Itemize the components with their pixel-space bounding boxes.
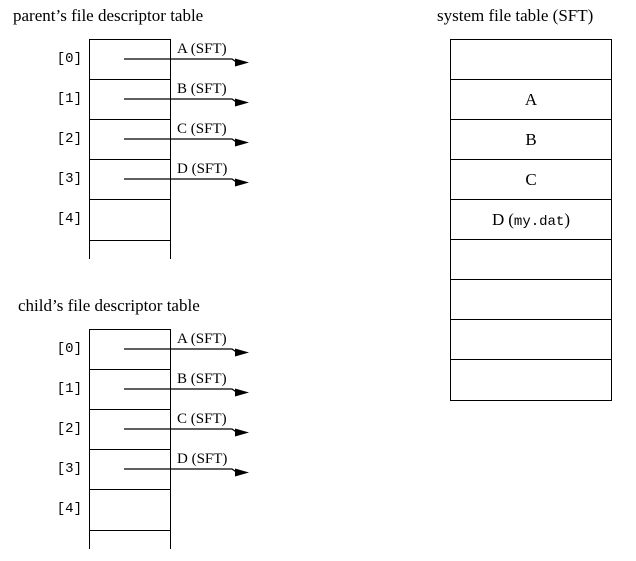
parent-arrow-label-2: C (SFT) <box>177 121 227 137</box>
sft-table: A B C D(my.dat) <box>450 39 612 401</box>
parent-arrow-2-icon <box>124 138 249 147</box>
child-table-title: child’s file descriptor table <box>18 296 200 315</box>
sft-row-2: B <box>451 120 611 160</box>
parent-arrow-label-0: A (SFT) <box>177 41 227 57</box>
child-fd-cell-3 <box>90 450 170 490</box>
child-fd-cell-0 <box>90 330 170 370</box>
parent-arrow-0-icon <box>124 58 249 67</box>
sft-row-0 <box>451 40 611 80</box>
child-arrow-label-1: B (SFT) <box>177 371 227 387</box>
parent-fd-index-2: [2] <box>56 131 82 147</box>
child-fd-index-3: [3] <box>56 461 82 477</box>
sft-row-7 <box>451 320 611 360</box>
child-fd-index-2: [2] <box>56 421 82 437</box>
parent-fd-table-open-bottom <box>89 240 171 259</box>
sft-entry-1: A <box>524 90 538 109</box>
parent-fd-index-1: [1] <box>56 91 82 107</box>
parent-fd-index-0: [0] <box>56 51 82 67</box>
sft-row-4: D(my.dat) <box>451 200 611 240</box>
child-arrow-3-icon <box>124 468 249 477</box>
parent-fd-index-4: [4] <box>56 211 82 227</box>
child-arrow-0-icon <box>124 348 249 357</box>
child-fd-index-4: [4] <box>56 501 82 517</box>
parent-fd-cell-4 <box>90 200 170 240</box>
child-arrow-1-icon <box>124 388 249 397</box>
parent-fd-index-3: [3] <box>56 171 82 187</box>
parent-fd-cell-1 <box>90 80 170 120</box>
sft-title: system file table (SFT) <box>437 6 594 25</box>
child-fd-cell-4 <box>90 490 170 530</box>
parent-fd-table <box>89 39 171 241</box>
child-fd-index-1: [1] <box>56 381 82 397</box>
parent-fd-cell-3 <box>90 160 170 200</box>
child-fd-cell-2 <box>90 410 170 450</box>
sft-entry-4-paren-open: ( <box>508 210 514 229</box>
child-fd-index-0: [0] <box>56 341 82 357</box>
sft-entry-2: B <box>525 130 537 149</box>
child-fd-table <box>89 329 171 531</box>
sft-entry-4: D <box>491 210 505 229</box>
sft-entry-4-filename: my.dat <box>513 214 565 230</box>
sft-entry-4-paren-close: ) <box>564 210 571 229</box>
sft-row-6 <box>451 280 611 320</box>
parent-arrow-label-1: B (SFT) <box>177 81 227 97</box>
sft-row-8 <box>451 360 611 400</box>
parent-arrow-1-icon <box>124 98 249 107</box>
sft-row-1: A <box>451 80 611 120</box>
parent-fd-cell-2 <box>90 120 170 160</box>
child-arrow-label-2: C (SFT) <box>177 411 227 427</box>
sft-row-5 <box>451 240 611 280</box>
child-arrow-2-icon <box>124 428 249 437</box>
parent-fd-cell-0 <box>90 40 170 80</box>
parent-arrow-3-icon <box>124 178 249 187</box>
child-fd-cell-1 <box>90 370 170 410</box>
parent-table-title: parent’s file descriptor table <box>13 6 204 25</box>
child-arrow-label-3: D (SFT) <box>177 451 228 467</box>
child-fd-table-open-bottom <box>89 530 171 549</box>
sft-row-3: C <box>451 160 611 200</box>
sft-entry-3: C <box>525 170 537 189</box>
child-arrow-label-0: A (SFT) <box>177 331 227 347</box>
parent-arrow-label-3: D (SFT) <box>177 161 228 177</box>
